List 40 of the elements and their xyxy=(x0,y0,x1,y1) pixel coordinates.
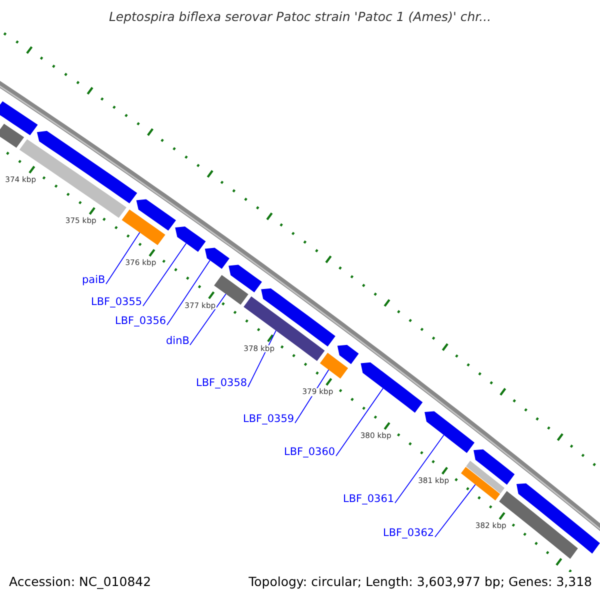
gene-feature xyxy=(360,362,423,413)
gene-feature xyxy=(36,130,138,204)
gene-label: LBF_0359 xyxy=(243,414,294,424)
leader-line xyxy=(106,232,140,284)
gene-feature xyxy=(424,411,475,454)
gene-label: paiB xyxy=(82,275,106,286)
gene-label: LBF_0360 xyxy=(284,447,336,458)
gene-label: LBF_0355 xyxy=(91,297,142,308)
gene-feature xyxy=(516,483,600,554)
gene-feature xyxy=(122,210,166,246)
gene-feature xyxy=(19,139,126,218)
gene-feature xyxy=(204,248,230,269)
gene-feature xyxy=(261,288,336,347)
genome-info-text: Topology: circular; Length: 3,603,977 bp; Genes: 3,318 xyxy=(248,576,592,588)
leader-line xyxy=(434,484,476,538)
leader-line xyxy=(190,294,226,346)
gene-feature xyxy=(474,449,515,485)
gene-label: LBF_0356 xyxy=(115,316,166,326)
gene-feature xyxy=(460,466,500,500)
gene-feature xyxy=(244,296,325,362)
map-title: Leptospira biflexa serovar Patoc strain 'Patoc 1 (Ames)' chr... xyxy=(108,11,492,24)
gene-feature xyxy=(214,275,248,305)
leader-line xyxy=(142,242,187,306)
gene-feature xyxy=(337,344,359,364)
gene-label: LBF_0358 xyxy=(196,378,248,388)
accession-text: Accession: NC_010842 xyxy=(9,576,152,588)
gene-label: LBF_0361 xyxy=(343,494,394,504)
gene-feature xyxy=(175,226,206,252)
gene-feature xyxy=(466,460,505,494)
gene-label: LBF_0362 xyxy=(383,528,434,538)
gene-feature xyxy=(0,124,24,148)
gene-feature xyxy=(136,199,176,231)
leader-line xyxy=(336,388,384,456)
gene-label: dinB xyxy=(166,336,190,346)
leader-line xyxy=(394,434,444,504)
leader-line xyxy=(166,260,210,326)
leader-line xyxy=(248,330,276,388)
gene-feature xyxy=(0,101,38,136)
gene-feature xyxy=(228,264,262,292)
gene-feature xyxy=(320,352,348,379)
